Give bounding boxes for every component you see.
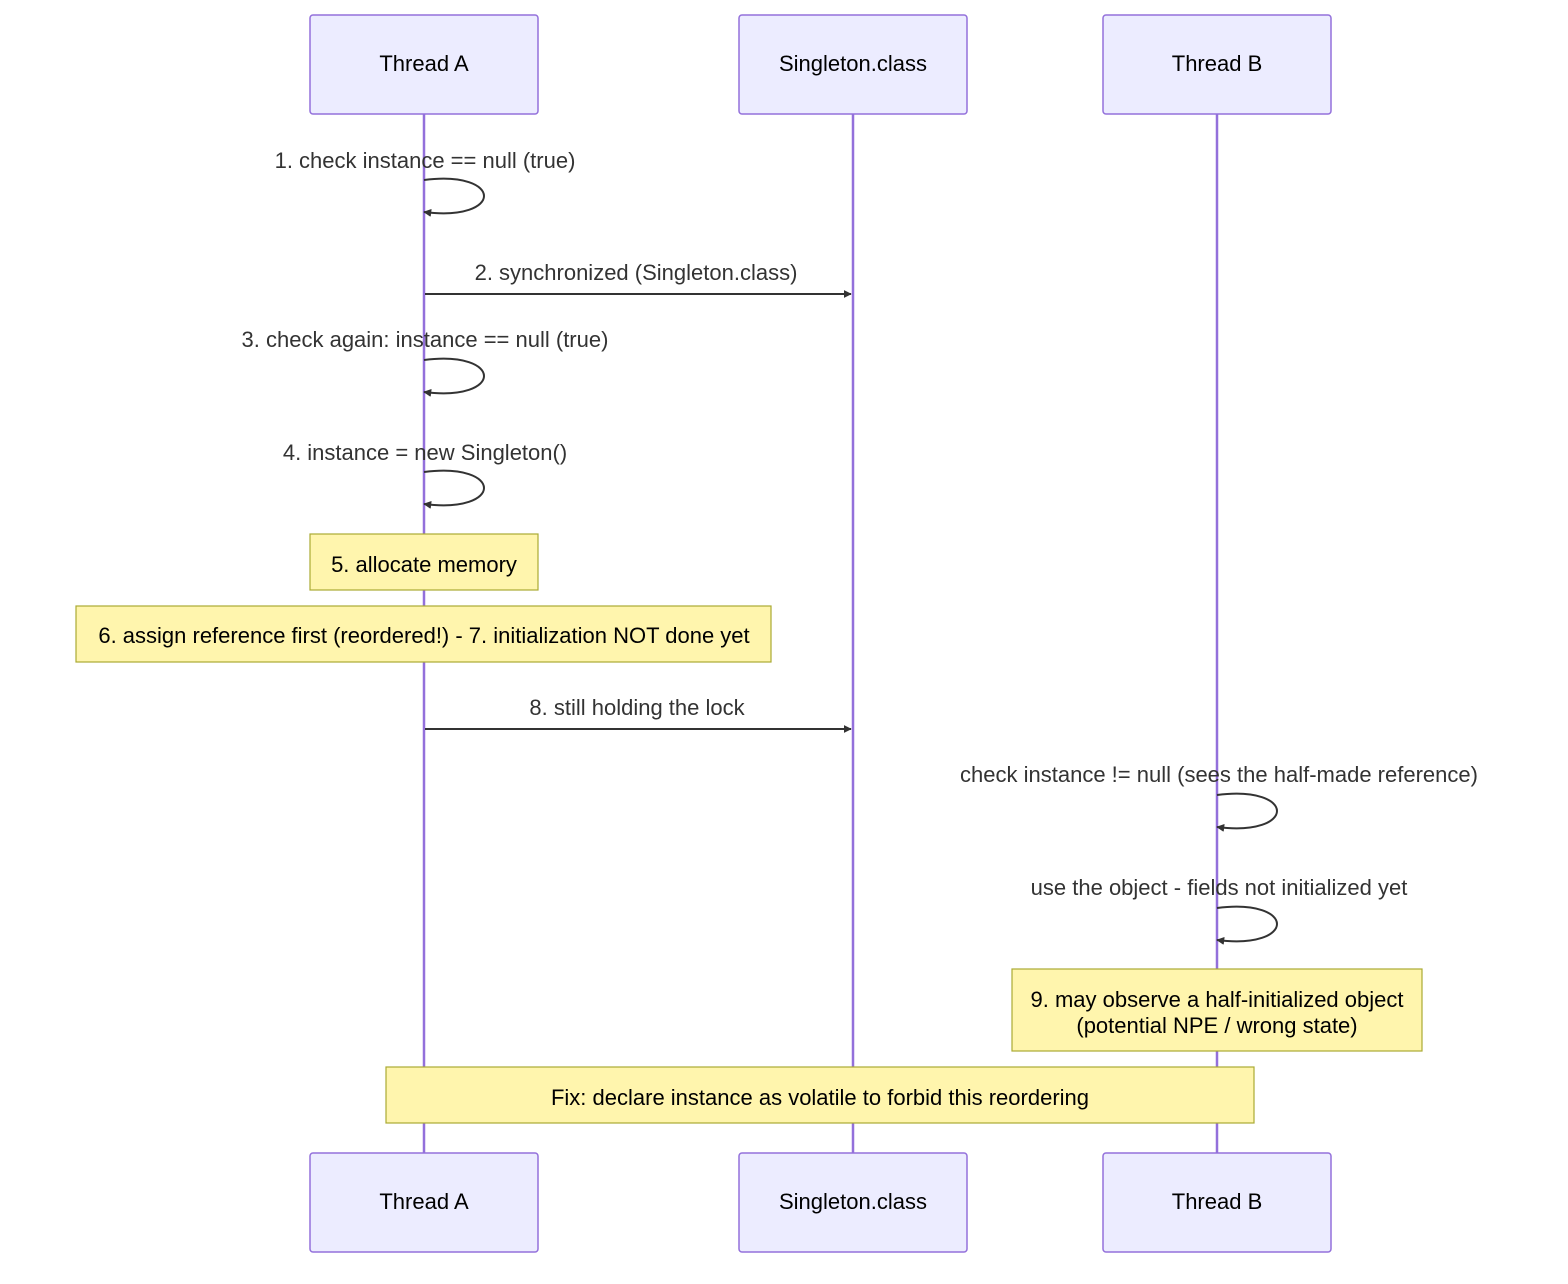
self-arrow — [423, 357, 485, 397]
message-thread-b-use: use the object - fields not initialized … — [1031, 875, 1408, 945]
note-assign-reference: 6. assign reference first (reordered!) -… — [75, 605, 772, 663]
note-fix-volatile: Fix: declare instance as volatile to for… — [385, 1066, 1255, 1124]
message-label: use the object - fields not initialized … — [1031, 875, 1408, 900]
participant-thread-a-top: Thread A — [309, 14, 539, 115]
participant-label: Singleton.class — [779, 1189, 927, 1214]
participant-thread-a-bottom: Thread A — [309, 1152, 539, 1253]
participant-label: Thread A — [379, 51, 469, 76]
self-arrow — [1216, 905, 1278, 945]
self-arrow — [423, 177, 485, 217]
message-2: 2. synchronized (Singleton.class) — [425, 260, 852, 298]
message-label: 3. check again: instance == null (true) — [242, 327, 609, 352]
note-text-line-2: (potential NPE / wrong state) — [1076, 1013, 1357, 1038]
message-3-self: 3. check again: instance == null (true) — [242, 327, 609, 397]
message-8: 8. still holding the lock — [425, 695, 852, 733]
participant-thread-b-bottom: Thread B — [1102, 1152, 1332, 1253]
note-allocate-memory: 5. allocate memory — [309, 533, 539, 591]
note-text: 5. allocate memory — [331, 552, 517, 577]
note-text: Fix: declare instance as volatile to for… — [551, 1085, 1089, 1110]
note-text: 6. assign reference first (reordered!) -… — [98, 623, 749, 648]
message-label: 8. still holding the lock — [529, 695, 745, 720]
participant-label: Thread A — [379, 1189, 469, 1214]
participant-label: Thread B — [1172, 51, 1263, 76]
message-thread-b-check: check instance != null (sees the half-ma… — [960, 762, 1478, 832]
note-half-initialized: 9. may observe a half-initialized object… — [1011, 968, 1423, 1052]
self-arrow — [1216, 792, 1278, 832]
message-label: 1. check instance == null (true) — [275, 148, 576, 173]
message-label: 2. synchronized (Singleton.class) — [475, 260, 798, 285]
participant-singleton-class-bottom: Singleton.class — [738, 1152, 968, 1253]
message-label: check instance != null (sees the half-ma… — [960, 762, 1478, 787]
participant-thread-b-top: Thread B — [1102, 14, 1332, 115]
note-text-line-1: 9. may observe a half-initialized object — [1031, 987, 1404, 1012]
participant-label: Singleton.class — [779, 51, 927, 76]
message-4-self: 4. instance = new Singleton() — [283, 440, 567, 509]
participant-singleton-class-top: Singleton.class — [738, 14, 968, 115]
self-arrow — [423, 469, 485, 509]
message-label: 4. instance = new Singleton() — [283, 440, 567, 465]
participant-label: Thread B — [1172, 1189, 1263, 1214]
message-1-self: 1. check instance == null (true) — [275, 148, 576, 217]
